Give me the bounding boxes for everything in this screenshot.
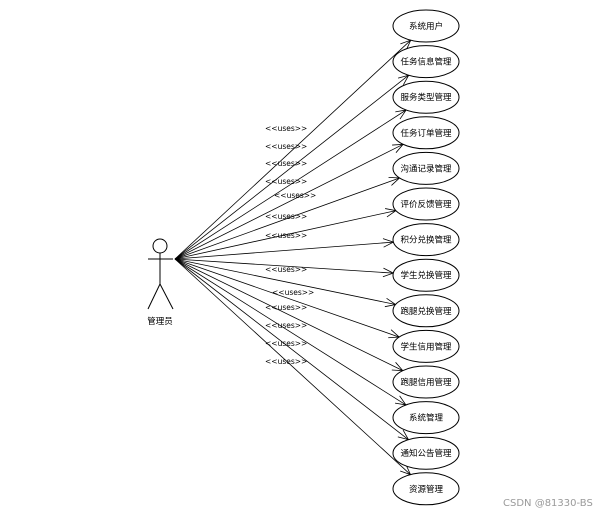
association-line [174,258,403,371]
use-case-ellipse [392,151,460,185]
use-case: 通知公告管理 [392,436,460,470]
use-case-label: 评价反馈管理 [400,199,452,210]
stereotype-label: <<uses>> [265,339,307,348]
use-case-label: 跑腿信用管理 [400,377,452,388]
use-case: 跑腿信用管理 [392,365,460,399]
watermark: CSDN @81330-BS [503,498,593,509]
association-line [174,258,407,406]
use-case: 系统管理 [392,401,460,435]
association-line [174,109,407,260]
use-case-ellipse [392,223,460,257]
association-line [174,258,400,338]
use-case-ellipse [392,294,460,328]
use-case-label: 跑腿兑换管理 [400,306,452,317]
use-case: 系统用户 [392,9,460,43]
actor-admin: 管理员 [147,238,174,327]
use-case-label: 任务订单管理 [400,128,452,139]
use-case: 任务订单管理 [392,116,460,150]
association-line [174,258,396,305]
use-case-label: 系统管理 [409,413,444,424]
stereotype-label: <<uses>> [265,142,307,151]
use-case-ellipse [392,80,460,114]
association-line [174,210,397,260]
use-case: 跑腿兑换管理 [392,294,460,328]
association-lines [174,39,412,476]
association-line [174,177,400,260]
actor-left-leg [147,283,161,310]
actor-label: 管理员 [147,316,173,327]
use-case-ellipse [392,365,460,399]
use-cases: 系统用户任务信息管理服务类型管理任务订单管理沟通记录管理评价反馈管理积分兑换管理… [392,9,460,506]
use-case: 任务信息管理 [392,45,460,79]
association-line [174,258,409,440]
association-line [174,258,394,274]
use-case: 学生兑换管理 [392,258,460,292]
use-case-ellipse [392,45,460,79]
stereotype-label: <<uses>> [265,177,307,186]
use-case-ellipse [392,258,460,292]
stereotype-labels: <<uses>> <<uses>> <<uses>> <<uses>> <<uses>>… [265,124,316,366]
use-case-label: 沟通记录管理 [400,163,452,174]
use-case-label: 学生兑换管理 [400,270,452,281]
use-case-label: 资源管理 [409,484,444,495]
use-case: 沟通记录管理 [392,151,460,185]
stereotype-label: <<uses>> [265,303,307,312]
stereotype-label: <<uses>> [265,321,307,330]
use-case-label: 通知公告管理 [400,448,452,459]
use-case: 积分兑换管理 [392,223,460,257]
use-case-ellipse [392,187,460,221]
use-case-label: 服务类型管理 [400,92,452,103]
use-case-ellipse [392,9,460,43]
use-case: 服务类型管理 [392,80,460,114]
association-line [174,39,411,260]
use-case-ellipse [392,436,460,470]
use-case-ellipse [392,116,460,150]
use-case-label: 积分兑换管理 [400,235,452,246]
stereotype-label: <<uses>> [274,191,316,200]
use-case-label: 任务信息管理 [400,57,452,68]
association-line [174,241,394,260]
stereotype-label: <<uses>> [265,212,307,221]
stereotype-label: <<uses>> [265,265,307,274]
association-line [174,143,404,260]
stereotype-label: <<uses>> [265,159,307,168]
use-case-ellipse [392,329,460,363]
use-case-ellipse [392,472,460,506]
use-case-ellipse [392,401,460,435]
stereotype-label: <<uses>> [265,357,307,366]
use-case: 评价反馈管理 [392,187,460,221]
actor-right-leg [159,283,174,310]
use-case-label: 系统用户 [409,21,443,32]
stereotype-label: <<uses>> [265,231,307,240]
use-case: 资源管理 [392,472,460,506]
stereotype-label: <<uses>> [265,124,307,133]
actor-head [152,238,168,254]
use-case: 学生信用管理 [392,329,460,363]
stereotype-label: <<uses>> [272,288,314,297]
association-line [174,74,409,260]
use-case-label: 学生信用管理 [400,341,452,352]
association-line [174,258,411,475]
